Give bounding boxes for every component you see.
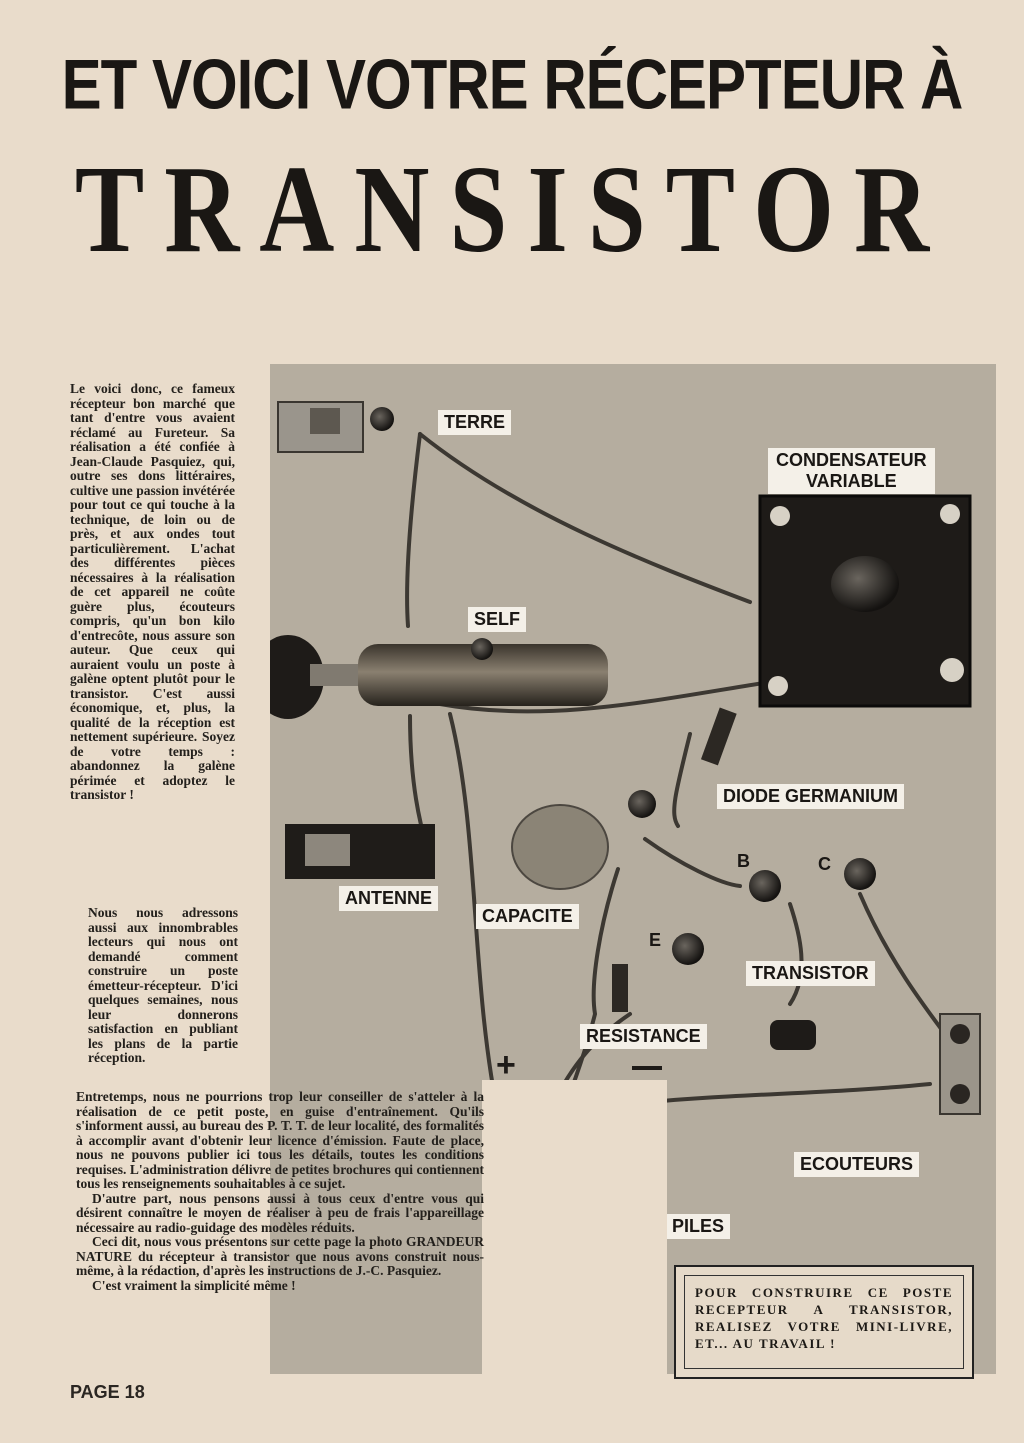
label-resistance: RESISTANCE	[580, 1024, 707, 1049]
pin-label-e: E	[649, 930, 662, 950]
resistor	[612, 964, 628, 1012]
label-capacite: CAPACITE	[476, 904, 579, 929]
pin-label-b: B	[737, 851, 750, 871]
label-condensateur-line2: VARIABLE	[806, 471, 897, 491]
bottom-text: Entretemps, nous ne pourrions trop leur …	[76, 1089, 484, 1293]
bottom-paragraph-4: C'est vraiment la simplicité même !	[92, 1277, 296, 1293]
bottom-paragraph-3: Ceci dit, nous vous présentons sur cette…	[76, 1234, 484, 1278]
capacitor-disc	[511, 804, 609, 890]
label-condensateur-line1: CONDENSATEUR	[776, 450, 927, 470]
bottom-paragraph-1: Entretemps, nous ne pourrions trop leur …	[76, 1089, 484, 1191]
antenna-clip	[285, 824, 435, 879]
mini-book-note: POUR CONSTRUIRE CE POSTE RECEPTEUR A TRA…	[684, 1275, 964, 1369]
mini-book-box: POUR CONSTRUIRE CE POSTE RECEPTEUR A TRA…	[674, 1265, 974, 1379]
label-piles: PILES	[666, 1214, 731, 1239]
label-condensateur: CONDENSATEUR VARIABLE	[768, 448, 935, 494]
page-number: PAGE 18	[70, 1382, 145, 1402]
germanium-diode	[628, 707, 737, 818]
intro-text: Le voici donc, ce fameux récepteur bon m…	[70, 381, 235, 802]
minus-sign	[632, 1066, 662, 1070]
label-self: SELF	[468, 607, 527, 632]
headline-line2: TRANSISTOR	[74, 140, 950, 279]
label-terre: TERRE	[438, 410, 512, 435]
transistor-pins	[672, 858, 876, 1050]
label-antenne: ANTENNE	[339, 886, 439, 911]
variable-capacitor	[758, 494, 972, 708]
ground-clip	[277, 401, 394, 453]
label-diode: DIODE GERMANIUM	[717, 784, 904, 809]
earphone-clip	[939, 1013, 981, 1115]
label-ecouteurs: ECOUTEURS	[794, 1152, 920, 1177]
label-transistor: TRANSISTOR	[746, 961, 875, 986]
text-inset-background	[482, 1080, 667, 1374]
second-text: Nous nous adressons aussi aux innombrabl…	[88, 905, 238, 1065]
bottom-paragraph-2: D'autre part, nous pensons aussi à tous …	[76, 1190, 484, 1235]
pin-label-c: C	[818, 854, 831, 874]
plus-sign: +	[496, 1046, 516, 1084]
coil-self	[270, 635, 608, 719]
wiring	[405, 432, 962, 1126]
headline-line1: ET VOICI VOTRE RÉCEPTEUR À	[61, 44, 964, 125]
